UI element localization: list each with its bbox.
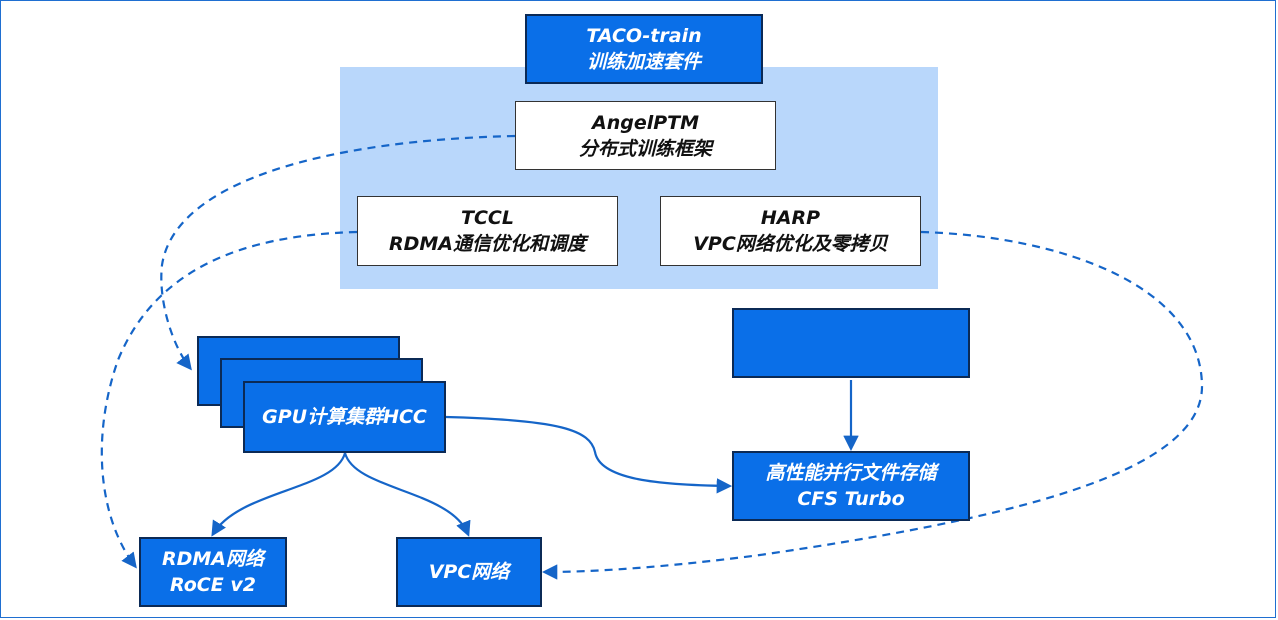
- vpc-label: VPC网络: [428, 561, 510, 583]
- solid-link-hcc-vpc: [343, 452, 471, 537]
- rdma-network-box: RDMA网络 RoCE v2: [139, 537, 287, 607]
- solid-link-hcc-rdma: [211, 452, 347, 537]
- dashed-link-tccl-rdma: [100, 230, 358, 569]
- blurred-box: [732, 308, 970, 378]
- taco-train-title: TACO-train: [586, 25, 702, 47]
- rdma-title: RDMA网络: [161, 548, 264, 570]
- hcc-box: GPU计算集群HCC: [243, 381, 446, 453]
- vpc-network-box: VPC网络: [396, 537, 542, 607]
- solid-link-hcc-cfs: [445, 415, 733, 494]
- taco-train-subtitle: 训练加速套件: [586, 51, 701, 73]
- angelptm-title: AngelPTM: [591, 111, 700, 134]
- cfs-subtitle: CFS Turbo: [797, 488, 905, 510]
- cfs-title: 高性能并行文件存储: [765, 462, 937, 484]
- harp-subtitle: VPC网络优化及零拷贝: [693, 233, 888, 255]
- dashed-link-harp-vpc: [541, 230, 1204, 580]
- cfs-turbo-box: 高性能并行文件存储 CFS Turbo: [732, 451, 970, 521]
- harp-title: HARP: [760, 207, 821, 229]
- angelptm-box: AngelPTM 分布式训练框架: [515, 101, 776, 170]
- tccl-title: TCCL: [461, 207, 514, 229]
- tccl-box: TCCL RDMA通信优化和调度: [357, 196, 618, 266]
- taco-train-box: TACO-train 训练加速套件: [525, 14, 763, 84]
- tccl-subtitle: RDMA通信优化和调度: [388, 233, 586, 255]
- hcc-label: GPU计算集群HCC: [262, 406, 427, 428]
- rdma-subtitle: RoCE v2: [170, 574, 256, 596]
- angelptm-subtitle: 分布式训练框架: [578, 137, 712, 160]
- harp-box: HARP VPC网络优化及零拷贝: [660, 196, 921, 266]
